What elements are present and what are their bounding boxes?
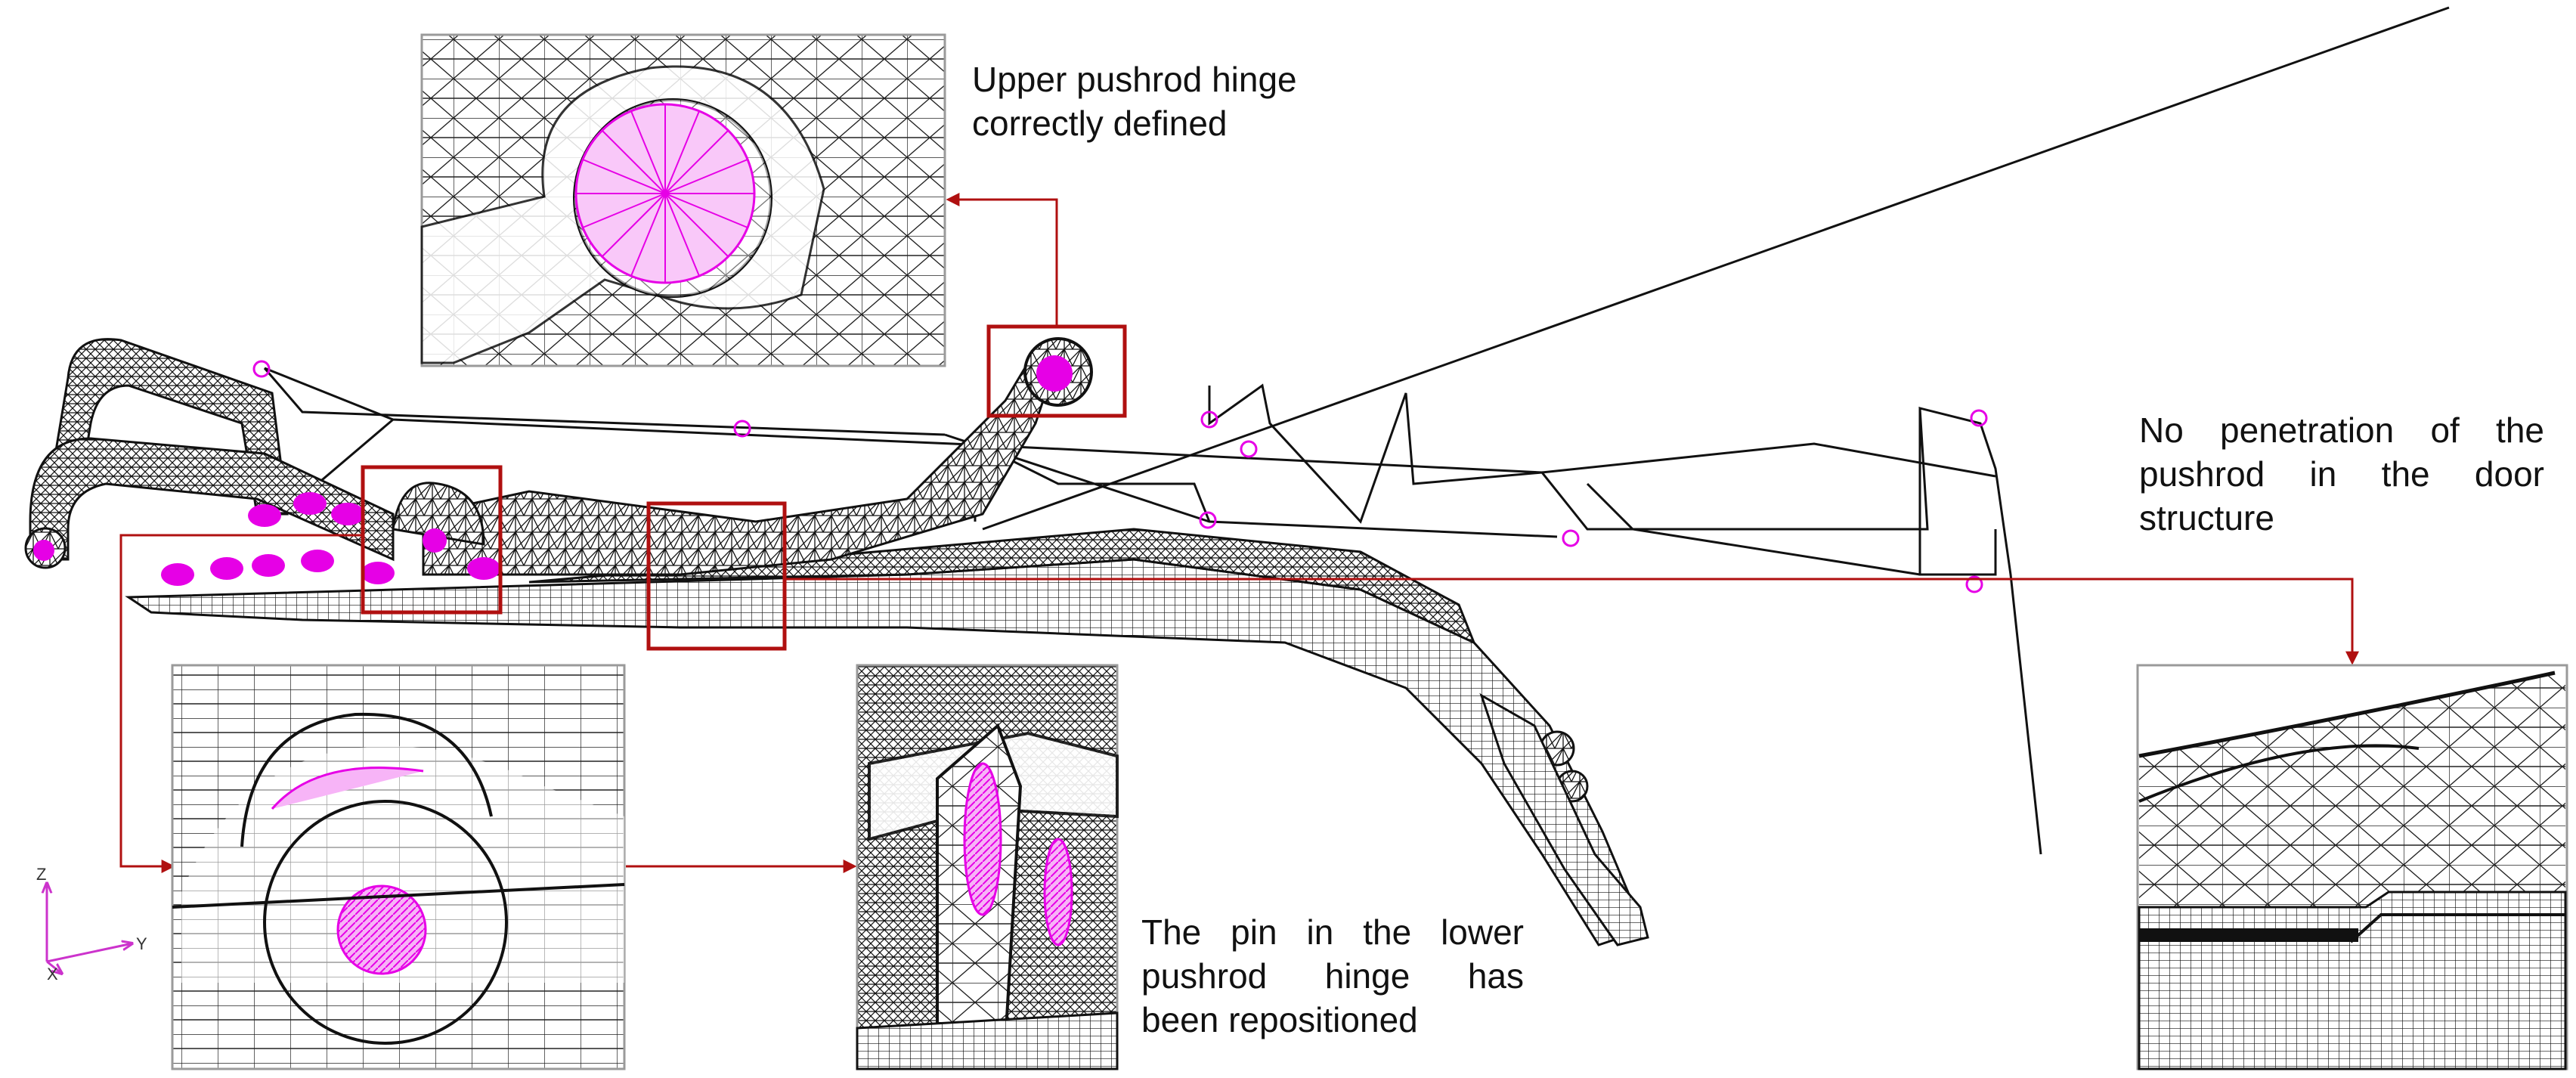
- lower-pin-detail: [336, 884, 427, 975]
- coordinate-triad: [47, 883, 132, 974]
- inset-repositioned-pin: [856, 664, 1119, 1070]
- axis-y-label: Y: [136, 934, 147, 953]
- inset-upper-hinge: [420, 33, 946, 367]
- callout-upper-hinge-line-2: correctly defined: [972, 104, 1228, 143]
- constraint-markers: [252, 360, 1988, 593]
- pushrod-model: [24, 337, 1649, 946]
- callout-no-penetration: No penetration of the pushrod in the doo…: [2139, 408, 2544, 540]
- axis-z-label: Z: [36, 865, 46, 884]
- callout-no-penetration-line-1: No penetration of the: [2139, 410, 2544, 450]
- callout-no-penetration-line-2: pushrod in the door: [2139, 454, 2544, 494]
- callout-lower-pin: The pin in the lower pushrod hinge has b…: [1141, 910, 1524, 1042]
- inset-no-penetration: [2136, 664, 2568, 1070]
- connector-arrows: [119, 193, 2359, 873]
- callout-lower-pin-line-1: The pin in the lower: [1141, 912, 1524, 952]
- pushrod-arm: [422, 361, 1052, 576]
- lower-hinge-pin: [423, 528, 447, 553]
- callout-upper-hinge: Upper pushrod hinge correctly defined: [972, 57, 1365, 145]
- repositioned-pin-b: [1043, 838, 1073, 946]
- inset-lower-hinge: [171, 664, 626, 1070]
- axis-x-label: X: [47, 965, 58, 984]
- callout-lower-pin-line-2: pushrod hinge has: [1141, 956, 1524, 996]
- callout-no-penetration-line-3: structure: [2139, 498, 2274, 537]
- contact-selection: [646, 501, 787, 651]
- upper-hinge-pin: [1036, 355, 1073, 392]
- repositioned-pin-a: [963, 762, 1002, 916]
- callout-upper-hinge-line-1: Upper pushrod hinge: [972, 60, 1297, 99]
- hook-bracket-front: [29, 437, 395, 562]
- callout-lower-pin-line-3: been repositioned: [1141, 1000, 1418, 1039]
- lower-hinge-selection: [361, 465, 503, 615]
- base-pins: [161, 492, 500, 586]
